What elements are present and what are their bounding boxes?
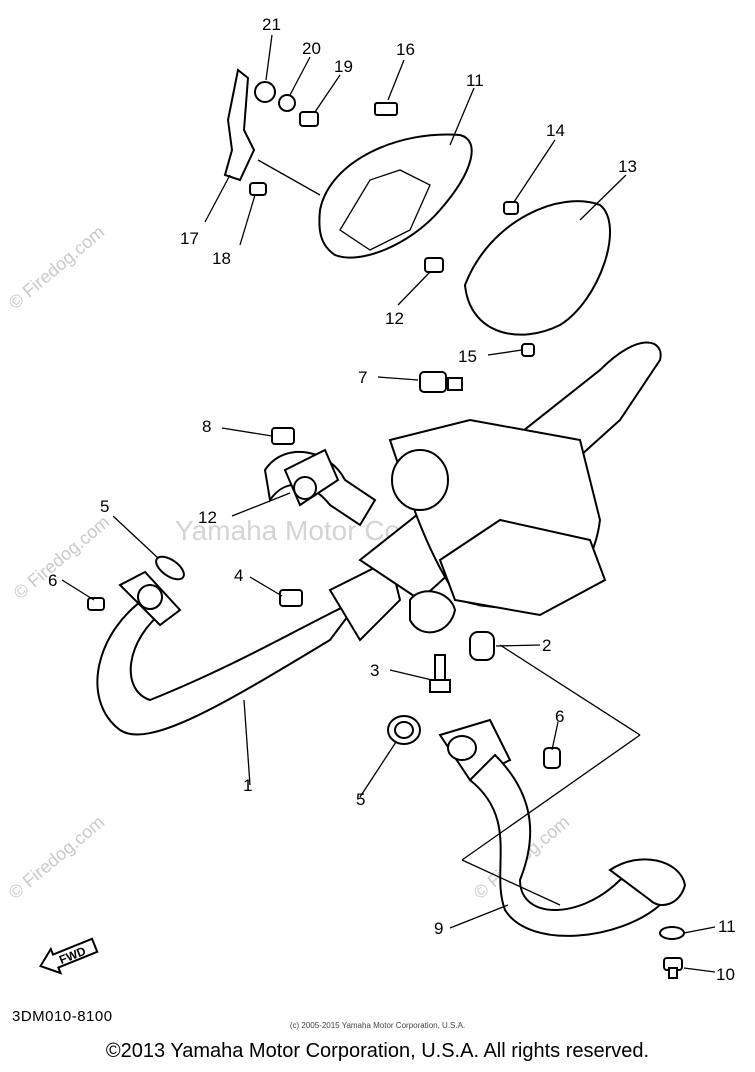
parts-10-11-fasteners <box>659 926 685 979</box>
part-12-connector-pipe <box>263 448 377 527</box>
callout-11: 11 <box>718 917 736 936</box>
callout-3: 3 <box>370 661 379 680</box>
watermark: © Firedog.com <box>5 222 108 313</box>
callout-6: 6 <box>48 571 57 590</box>
callout-6: 6 <box>555 707 564 726</box>
watermark: © Firedog.com <box>10 512 113 603</box>
callout-17: 15 <box>458 347 477 366</box>
callout-14: 12 <box>385 309 404 328</box>
rear-muffler <box>388 418 607 617</box>
callout-7: 7 <box>358 368 367 387</box>
small-copyright: (c) 2005-2015 Yamaha Motor Corporation, … <box>289 1021 466 1030</box>
copyright-notice: ©2013 Yamaha Motor Corporation, U.S.A. A… <box>105 1040 650 1062</box>
clamp-assembly <box>271 371 495 693</box>
callout-13: 11 <box>466 71 484 90</box>
callout-20: 18 <box>212 249 231 268</box>
callout-19: 17 <box>180 229 199 248</box>
callout-15: 13 <box>618 157 637 176</box>
fwd-label: FWD <box>57 944 88 967</box>
callout-1: 1 <box>243 776 252 795</box>
callout-2: 2 <box>542 636 551 655</box>
bracket-assembly <box>223 68 321 196</box>
callout-12: 12 <box>198 508 217 527</box>
callout-22: 20 <box>302 39 321 58</box>
callout-4: 4 <box>234 566 243 585</box>
part-15-cover-plate <box>463 200 611 357</box>
callout-5: 5 <box>100 497 109 516</box>
fwd-arrow-icon: FWD <box>39 937 99 975</box>
leader-lines <box>61 34 716 973</box>
part-13-cover <box>318 102 473 273</box>
callout-9: 9 <box>434 919 443 938</box>
diagram-code: 3DM010-8100 <box>12 1008 113 1025</box>
callout-5: 5 <box>356 790 365 809</box>
gaskets <box>87 555 421 745</box>
callout-16: 14 <box>546 121 565 140</box>
watermark: © Firedog.com <box>5 812 108 903</box>
callout-18: 16 <box>396 40 415 59</box>
part-9-rear-exhaust-pipe <box>438 718 687 937</box>
callout-10: 10 <box>716 965 735 984</box>
callout-23: 21 <box>262 15 281 34</box>
callout-8: 8 <box>202 417 211 436</box>
callout-21: 19 <box>334 57 353 76</box>
callout-labels: 21 20 19 16 11 14 13 17 18 12 15 7 8 12 … <box>48 15 736 984</box>
